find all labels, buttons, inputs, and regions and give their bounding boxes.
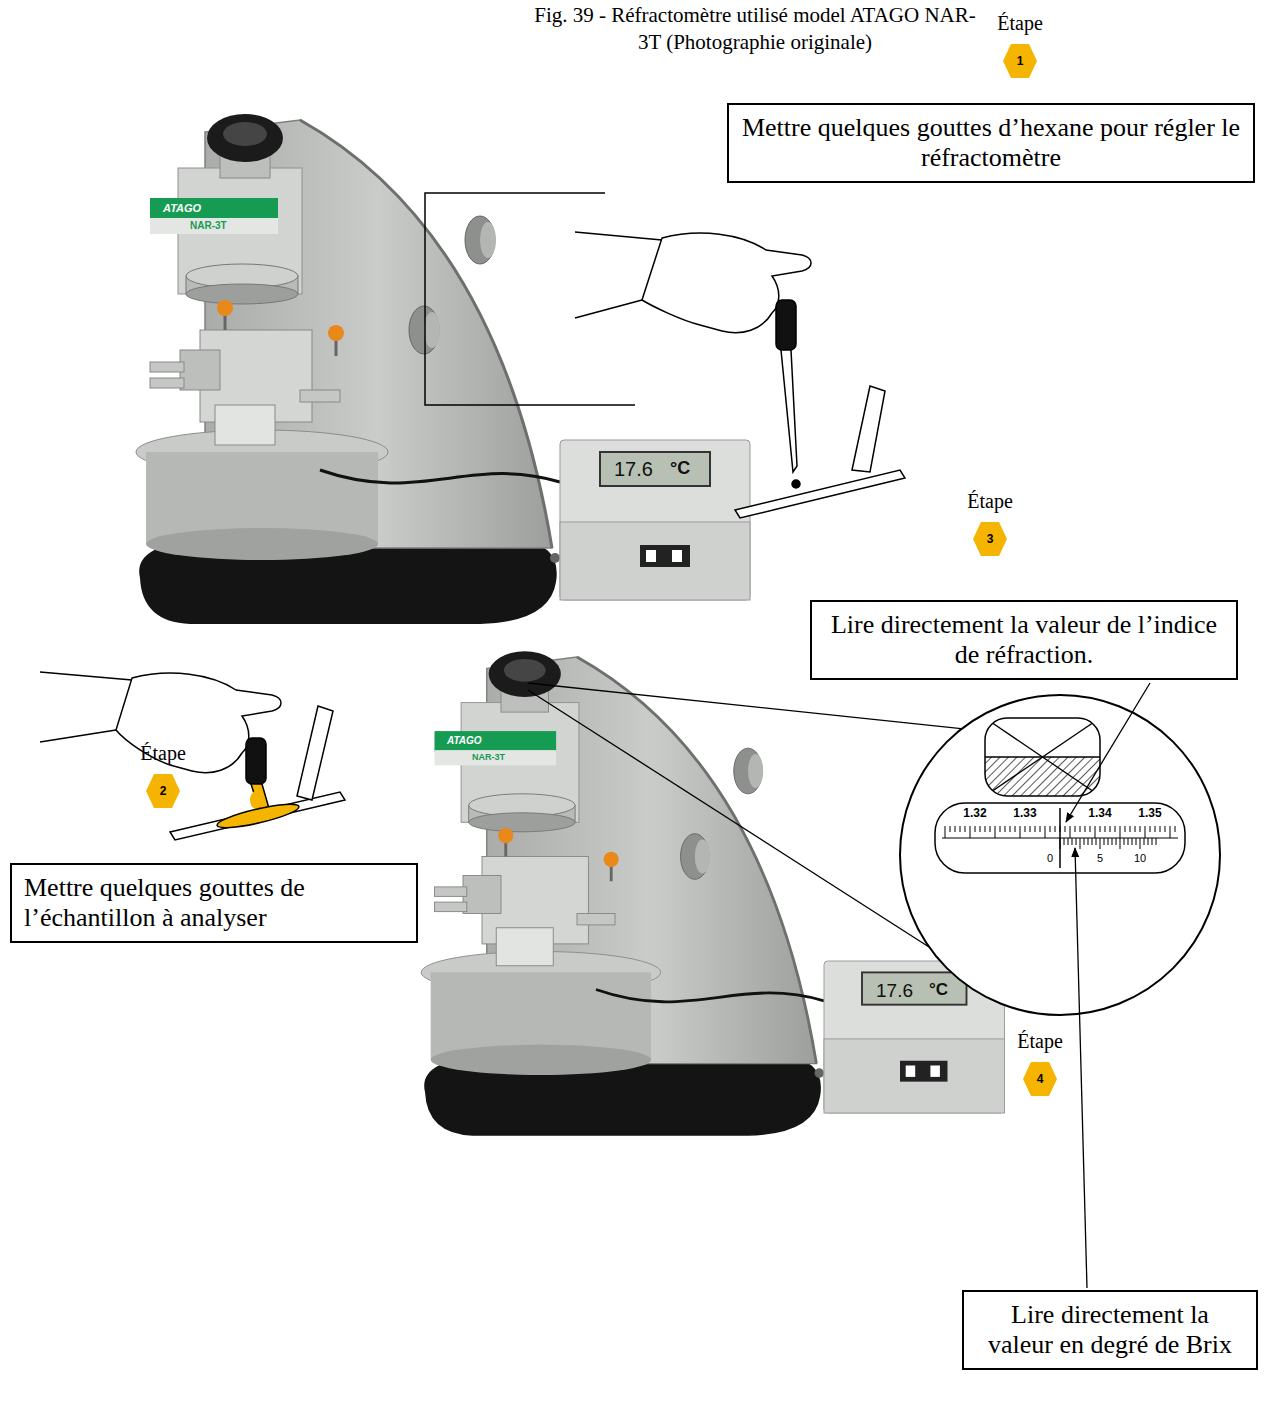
step-callout: Étape 4 — [1005, 1030, 1075, 1097]
instrument-text: ATAGO — [447, 736, 482, 746]
step-label: Étape — [955, 490, 1025, 513]
callout-number: 4 — [1022, 1061, 1058, 1097]
refractometer — [136, 114, 750, 624]
step-callout: Étape 1 — [985, 12, 1055, 79]
step-hexagon: 3 — [972, 521, 1008, 557]
step-hexagon: 4 — [1022, 1061, 1058, 1097]
instruction-text: Lire directement la valeur en degré de B… — [976, 1300, 1244, 1360]
scale-number: 10 — [1134, 853, 1146, 864]
step-label: Étape — [985, 12, 1055, 35]
instruction-text: Mettre quelques gouttes de l’échantillon… — [24, 873, 404, 933]
instrument-text: °C — [670, 459, 690, 477]
step-label: Étape — [128, 742, 198, 765]
leader-line — [425, 193, 635, 405]
step-hexagon: 2 — [145, 773, 181, 809]
instruction-text: Mettre quelques gouttes d’hexane pour ré… — [741, 113, 1241, 173]
instrument-text: °C — [929, 981, 948, 998]
step-callout: Étape 3 — [955, 490, 1025, 557]
leader-arrow — [1066, 683, 1150, 822]
instrument-text: 17.6 — [614, 459, 653, 479]
figure-title: Fig. 39 - Réfractomètre utilisé model AT… — [530, 2, 980, 57]
scale-number: 1.35 — [1138, 807, 1161, 819]
leader-arrow — [1075, 848, 1087, 1288]
scale-number: 1.33 — [1013, 807, 1036, 819]
instruction-box: Lire directement la valeur en degré de B… — [962, 1290, 1258, 1370]
instrument-text: 17.6 — [876, 981, 913, 1000]
callout-number: 2 — [145, 773, 181, 809]
instrument-text: NAR-3T — [190, 221, 227, 231]
instruction-text: Lire directement la valeur de l’indice d… — [824, 610, 1224, 670]
instruction-box: Mettre quelques gouttes d’hexane pour ré… — [727, 103, 1255, 183]
step-callout: Étape 2 — [128, 742, 198, 809]
callout-number: 3 — [972, 521, 1008, 557]
callout-number: 1 — [1002, 43, 1038, 79]
instrument-text: ATAGO — [163, 203, 201, 214]
scale-number: 0 — [1047, 853, 1053, 864]
scale-number: 1.32 — [963, 807, 986, 819]
step-label: Étape — [1005, 1030, 1075, 1053]
scale-number: 5 — [1097, 853, 1103, 864]
leader-line — [528, 690, 929, 947]
hand-dropper — [40, 672, 345, 840]
step-hexagon: 1 — [1002, 43, 1038, 79]
instruction-box: Lire directement la valeur de l’indice d… — [810, 600, 1238, 680]
scale-number: 1.34 — [1088, 807, 1111, 819]
instruction-box: Mettre quelques gouttes de l’échantillon… — [10, 863, 418, 943]
instrument-text: NAR-3T — [472, 753, 505, 762]
hand-dropper — [575, 232, 905, 518]
